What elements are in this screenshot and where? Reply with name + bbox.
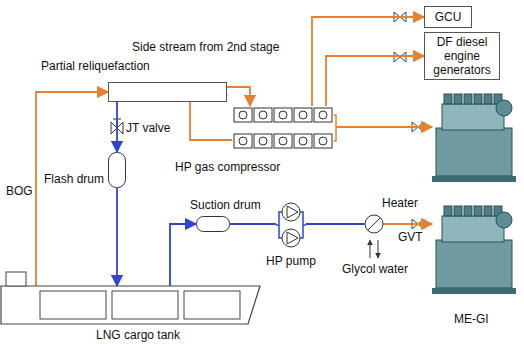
flow-line xyxy=(306,223,364,225)
equipment-node: Heater xyxy=(364,212,384,236)
node-label: Partial reliquefaction xyxy=(41,59,150,73)
engine-block xyxy=(442,104,504,130)
equipment-node: Suction drum xyxy=(196,216,230,232)
pump-symbol xyxy=(282,203,300,221)
engine-base xyxy=(436,240,512,288)
equipment-drawing xyxy=(232,106,336,150)
flow-line xyxy=(230,223,276,225)
cylinder-cover xyxy=(454,94,462,104)
pump-triangle xyxy=(287,232,298,244)
node-label: ME-GI xyxy=(454,312,489,326)
cylinder-cover xyxy=(464,206,472,216)
equipment-drawing xyxy=(364,212,384,236)
compressor-impeller xyxy=(319,137,327,145)
compressor-stage xyxy=(294,108,312,122)
equipment-node: HP gas compressor xyxy=(232,106,336,150)
node-label: GCU xyxy=(435,10,462,24)
compressor-stage xyxy=(314,108,332,122)
flow-line xyxy=(36,92,108,286)
flow-line xyxy=(326,56,424,106)
glycol-in-arrow xyxy=(370,240,371,258)
heater-pipe xyxy=(364,224,384,225)
compressor-stage xyxy=(234,134,252,148)
ship-bridge xyxy=(6,272,26,286)
node-label: HP pump xyxy=(266,254,316,268)
compressor-stage xyxy=(274,108,292,122)
engine-base xyxy=(436,128,512,176)
cylinder-cover xyxy=(464,94,472,104)
cylinder-cover xyxy=(484,94,492,104)
stage-pipe xyxy=(334,115,336,141)
process-box: Partial reliquefaction xyxy=(108,82,227,102)
cargo-tank xyxy=(184,291,240,319)
equipment-node: HP pump xyxy=(276,202,306,248)
annotation-label: JT valve xyxy=(126,121,170,135)
node-label: DF diesel engine generators xyxy=(429,35,495,77)
cylinder-cover xyxy=(484,206,492,216)
node-label: HP gas compressor xyxy=(175,160,280,174)
equipment-drawing xyxy=(276,202,306,248)
flow-line xyxy=(227,87,250,106)
node-label: Flash drum xyxy=(44,172,104,186)
engine-block xyxy=(442,216,504,242)
compressor-stage xyxy=(274,134,292,148)
pump-triangle xyxy=(287,206,298,218)
df-valve-symbol xyxy=(394,52,406,62)
compressor-stage xyxy=(314,134,332,148)
compressor-stage xyxy=(254,108,272,122)
equipment-node: LNG cargo tank xyxy=(0,286,262,344)
annotation-label: BOG xyxy=(6,184,33,198)
cylinder-cover xyxy=(444,206,452,216)
flow-line xyxy=(336,126,432,128)
node-label: Heater xyxy=(382,196,418,210)
annotation-label: GVT xyxy=(398,230,423,244)
equipment-drawing xyxy=(196,216,230,232)
pump-symbol xyxy=(282,229,300,247)
cargo-tank xyxy=(40,291,106,319)
ship-hull xyxy=(1,286,260,324)
equipment-drawing xyxy=(108,152,126,188)
compressor-impeller xyxy=(299,137,307,145)
compressor-stage xyxy=(294,134,312,148)
compressor-impeller xyxy=(259,111,267,119)
cylinder-cover xyxy=(474,206,482,216)
compressor-impeller xyxy=(279,137,287,145)
flow-line xyxy=(116,188,118,286)
process-box: DF diesel engine generators xyxy=(424,32,500,80)
cargo-tank xyxy=(112,291,178,319)
flow-line xyxy=(170,224,196,286)
annotation-label: Side stream from 2nd stage xyxy=(132,40,279,54)
cylinder-cover xyxy=(474,94,482,104)
equipment-drawing xyxy=(432,84,516,304)
heater-symbol xyxy=(365,215,383,233)
compressor-stage xyxy=(234,108,252,122)
turbocharger xyxy=(496,212,512,228)
suction-drum-vessel xyxy=(197,217,230,232)
cylinder-cover xyxy=(454,206,462,216)
compressor-impeller xyxy=(239,111,247,119)
flow-line xyxy=(116,102,118,152)
heater-slash xyxy=(368,218,380,230)
engine-foot xyxy=(432,176,516,182)
glycol-out-arrow xyxy=(378,240,379,258)
process-box: GCU xyxy=(424,6,472,28)
flow-line xyxy=(312,17,424,106)
cylinder-cover xyxy=(444,94,452,104)
node-label: LNG cargo tank xyxy=(96,328,180,342)
compressor-impeller xyxy=(279,111,287,119)
flash-drum-vessel xyxy=(109,153,126,188)
equipment-node: ME-GI xyxy=(432,84,516,304)
flow-line xyxy=(384,223,432,225)
node-label: Suction drum xyxy=(190,198,261,212)
compressor-impeller xyxy=(239,137,247,145)
engine-foot xyxy=(432,288,516,294)
equipment-node: Flash drum xyxy=(108,152,126,188)
compressor-impeller xyxy=(299,111,307,119)
compressor-stage xyxy=(254,134,272,148)
annotation-label: Glycol water xyxy=(342,262,408,276)
compressor-impeller xyxy=(319,111,327,119)
compressor-impeller xyxy=(259,137,267,145)
turbocharger xyxy=(496,100,512,116)
